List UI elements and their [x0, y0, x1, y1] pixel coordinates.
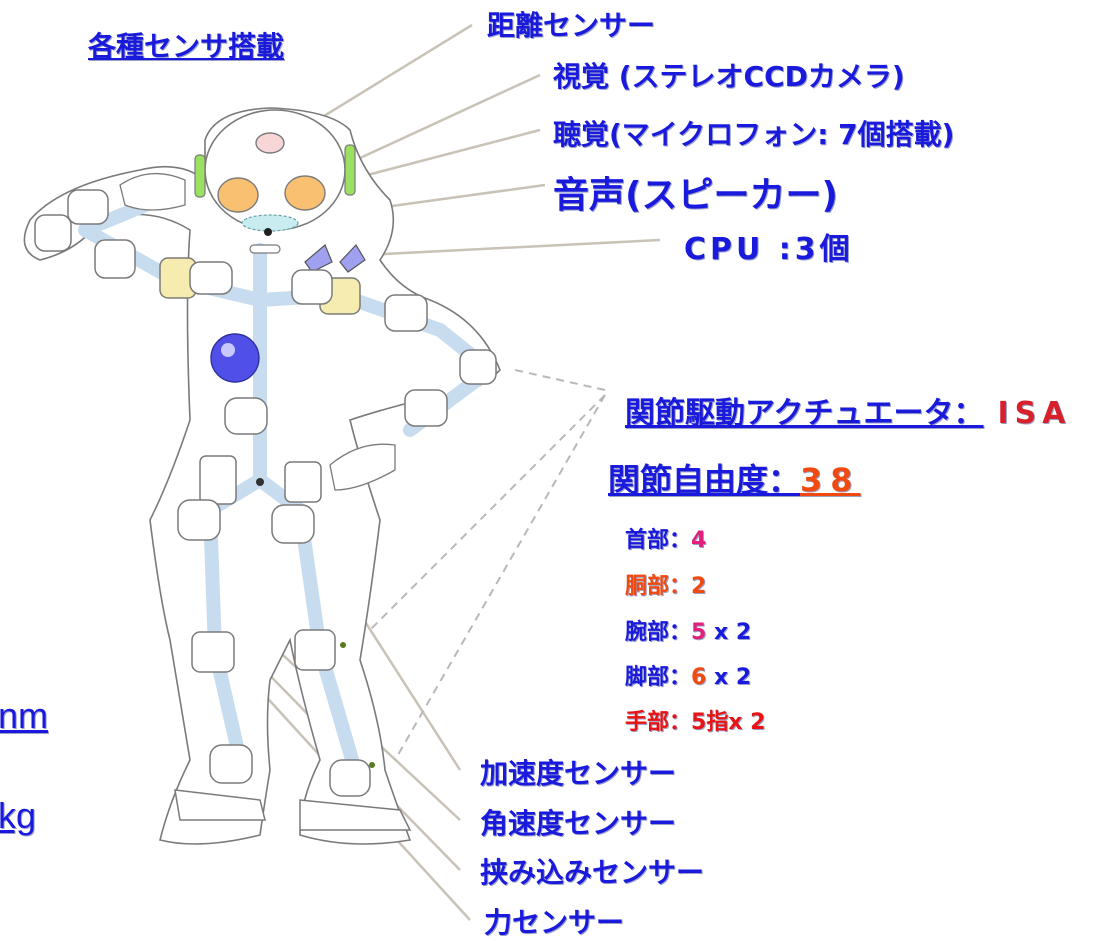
label-vision: 視覚 (ステレオCCDカメラ) — [553, 60, 905, 93]
actuator-value: ISA — [997, 396, 1072, 431]
label-distance-sensor: 距離センサー — [487, 9, 656, 42]
dof-item-leg: 脚部：6 x 2 — [625, 665, 752, 690]
dof-item-neck: 首部：4 — [625, 528, 707, 553]
left-cut-text-2: kg — [0, 795, 37, 836]
label-accel-sensor: 加速度センサー — [480, 757, 677, 790]
label-actuator: 関節駆動アクチュエータ： ISA — [625, 388, 1072, 432]
dof-item-arm: 腕部：5 x 2 — [625, 620, 752, 645]
dof-item-torso: 胴部：2 — [625, 574, 707, 599]
label-hearing: 聴覚(マイクロフォン: 7個搭載) — [553, 118, 955, 151]
label-gyro-sensor: 角速度センサー — [480, 807, 677, 840]
label-force-sensor: 力センサー — [484, 906, 625, 939]
dof-value: 38 — [800, 461, 861, 499]
left-cut-text-1: nm — [0, 695, 49, 736]
label-voice: 音声(スピーカー) — [553, 175, 838, 216]
label-dof: 関節自由度：38 — [608, 455, 861, 501]
dof-item-hand: 手部：5指x 2 — [625, 710, 766, 735]
label-cpu: CPU :3個 — [684, 232, 854, 267]
title: 各種センサ搭載 — [88, 30, 285, 63]
dof-label: 関節自由度： — [608, 461, 801, 499]
label-pinch-sensor: 挟み込みセンサー — [480, 856, 705, 889]
actuator-label: 関節駆動アクチュエータ： — [625, 396, 984, 431]
